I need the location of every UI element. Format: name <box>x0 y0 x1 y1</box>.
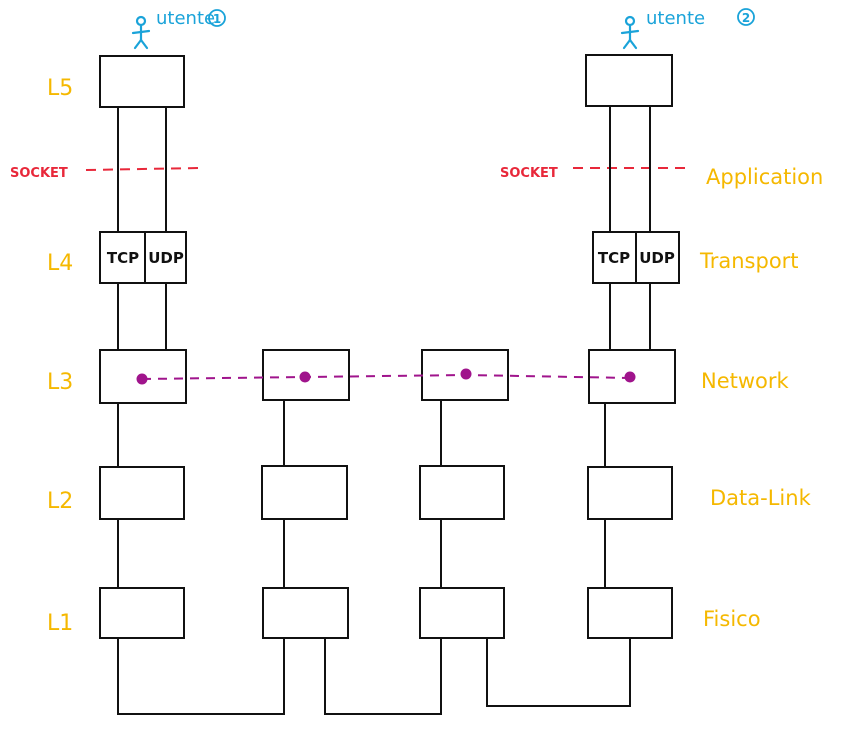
socket-boundary-left: SOCKET <box>10 166 201 181</box>
router-a-stack <box>261 349 350 639</box>
layer-names: Application Transport Network Data-Link … <box>699 165 823 631</box>
socket-label-right: SOCKET <box>500 166 558 181</box>
physical-link-routera-routerb <box>324 638 442 715</box>
network-path <box>136 368 636 385</box>
host-1-udp-label: UDP <box>148 249 184 267</box>
user-2: utente 2 <box>620 8 755 50</box>
router-a-l3-box <box>262 349 350 401</box>
layer-code-l5: L5 <box>47 76 73 101</box>
host-2-transport-labels: TCP UDP <box>598 249 675 267</box>
physical-link-routerb-host2 <box>486 638 631 707</box>
user-2-number-badge: 2 <box>737 8 755 26</box>
layer-code-l4: L4 <box>47 251 73 276</box>
person-icon <box>620 15 640 50</box>
router-b-stack <box>419 349 509 639</box>
physical-link-host1-routera <box>117 638 285 715</box>
host-1-transport-labels: TCP UDP <box>107 249 184 267</box>
socket-label-left: SOCKET <box>10 166 68 181</box>
layer-name-data-link: Data-Link <box>710 486 812 510</box>
host-1-l2-box <box>99 466 185 520</box>
layer-code-l1: L1 <box>47 611 73 636</box>
host-2-tcp-label: TCP <box>598 249 630 267</box>
network-node-router-b <box>460 368 472 380</box>
layer-code-l2: L2 <box>47 489 73 514</box>
host-1-tcp-label: TCP <box>107 249 139 267</box>
user-1-number-badge: 1 <box>208 9 226 27</box>
host-1-l3-box <box>99 349 187 404</box>
host-2-l3-box <box>588 349 676 404</box>
layer-name-application: Application <box>706 165 823 189</box>
network-node-host-2 <box>624 371 636 383</box>
layer-name-transport: Transport <box>699 249 799 273</box>
host-1-stack <box>99 55 187 639</box>
user-2-label: utente <box>646 8 705 29</box>
router-b-l1-box <box>419 587 505 639</box>
host-1-l1-box <box>99 587 185 639</box>
socket-boundary-right: SOCKET <box>500 166 690 181</box>
physical-links <box>117 638 631 715</box>
user-1-label: utente <box>156 8 215 29</box>
layer-name-network: Network <box>701 369 790 393</box>
layer-name-fisico: Fisico <box>703 607 761 631</box>
host-1-l4-box <box>99 231 187 284</box>
user-1-number: 1 <box>213 12 221 26</box>
layer-code-l3: L3 <box>47 370 73 395</box>
host-2-stack <box>585 54 680 639</box>
person-icon <box>131 15 151 50</box>
network-node-host-1 <box>136 373 148 385</box>
router-a-l1-box <box>262 587 349 639</box>
socket-dashed-line-left <box>85 167 201 171</box>
host-2-l1-box <box>587 587 673 639</box>
host-2-l2-box <box>587 466 673 520</box>
host-2-udp-label: UDP <box>639 249 675 267</box>
user-2-number: 2 <box>742 11 750 25</box>
host-1-l5-box <box>99 55 185 108</box>
user-1: utente 1 <box>131 8 226 50</box>
layer-codes: L5 L4 L3 L2 L1 <box>47 76 73 636</box>
router-a-l2-box <box>261 465 348 520</box>
router-b-l2-box <box>419 465 505 520</box>
network-path-line <box>141 373 631 380</box>
network-node-router-a <box>299 371 311 383</box>
host-2-l5-box <box>585 54 673 107</box>
